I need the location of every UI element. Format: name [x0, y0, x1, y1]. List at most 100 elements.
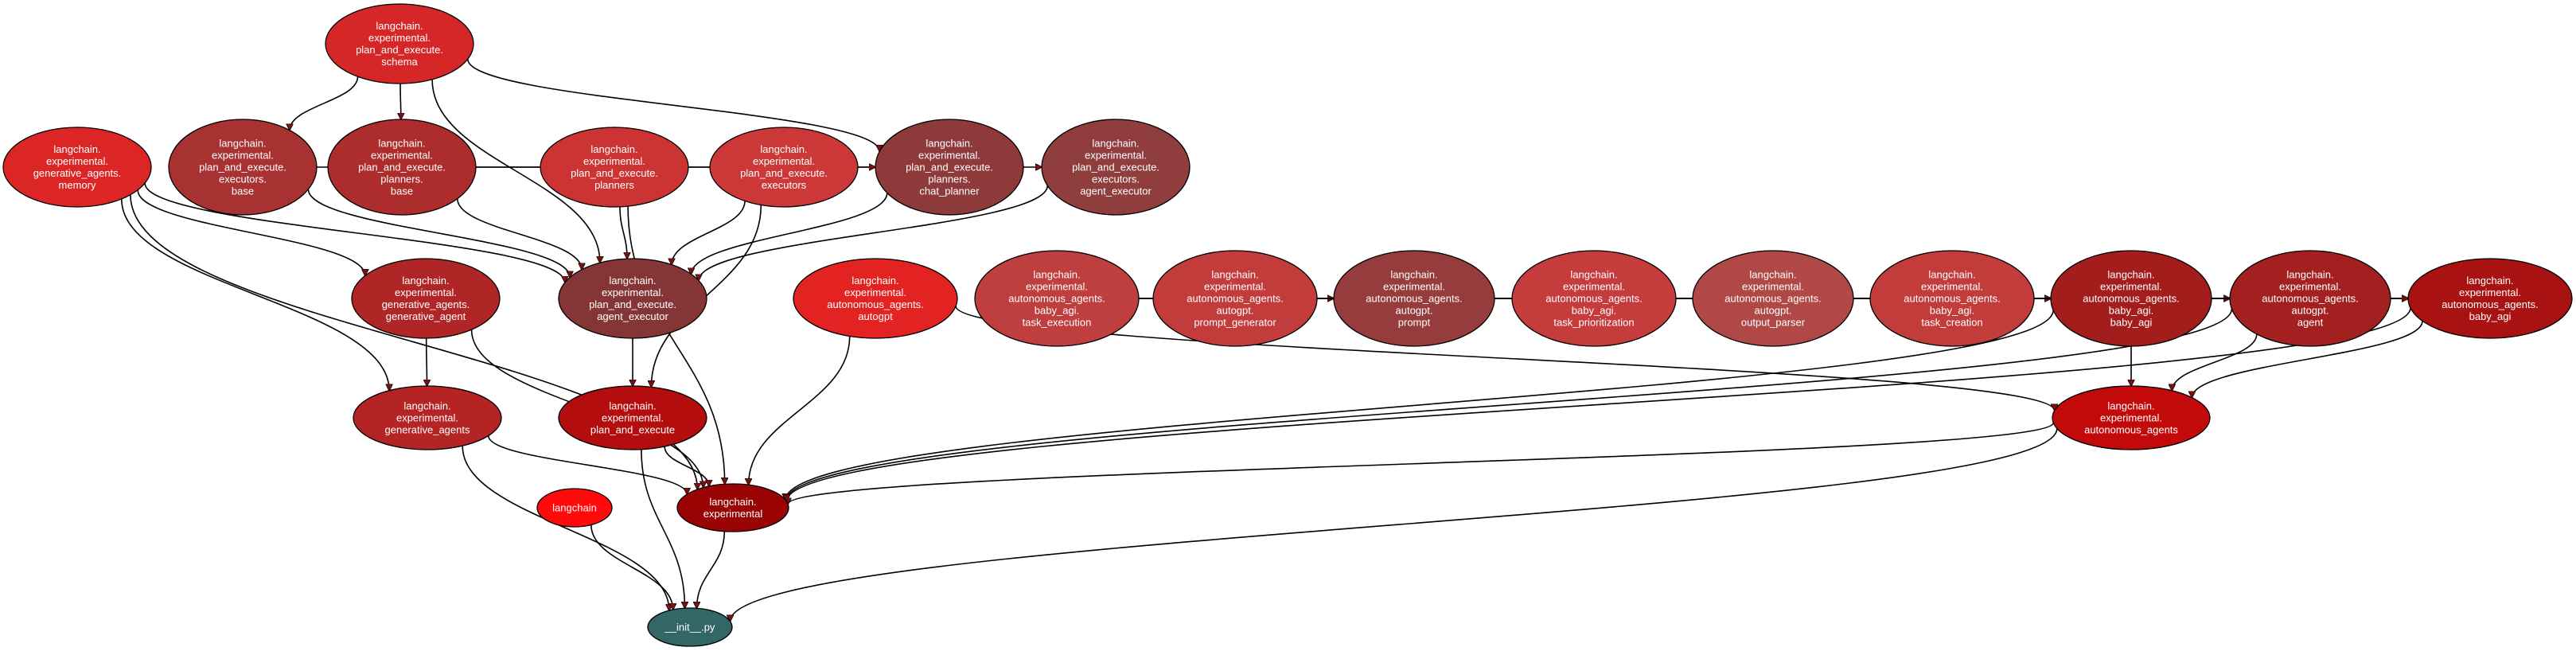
node-aa-pkg[interactable]: langchain.experimental.autonomous_agents — [2052, 385, 2211, 450]
edge-pe_exec_base-to-pe_agent_executor — [307, 189, 570, 278]
node-label-line: planners. — [928, 173, 970, 185]
node-label-line: baby_agi. — [1930, 305, 1974, 317]
node-ga-pkg[interactable]: langchain.experimental.generative_agents — [353, 385, 502, 450]
node-ellipse — [2050, 250, 2212, 347]
edge-aa_autogpt-to-experimental — [749, 336, 851, 485]
node-pe-planners[interactable]: langchain.experimental.plan_and_execute.… — [540, 127, 689, 208]
node-label-line: langchain. — [403, 400, 450, 412]
node-label-line: base — [232, 185, 254, 197]
node-pe-executors[interactable]: langchain.experimental.plan_and_execute.… — [709, 127, 859, 208]
node-ellipse — [2229, 250, 2391, 347]
node-experimental[interactable]: langchain.experimental — [676, 483, 789, 532]
node-label-line: plan_and_execute. — [356, 44, 443, 56]
node-ga-memory[interactable]: langchain.experimental.generative_agents… — [2, 127, 152, 208]
node-ga-agent[interactable]: langchain.experimental.generative_agents… — [351, 258, 501, 339]
node-label-line: experimental. — [918, 150, 980, 162]
node-label-line: baby_agi. — [1035, 305, 1079, 317]
node-pe-pkg[interactable]: langchain.experimental.plan_and_execute — [558, 385, 707, 450]
node-ellipse — [1869, 250, 2035, 347]
node-pe-exec-base[interactable]: langchain.experimental.plan_and_execute.… — [168, 119, 318, 216]
node-init-py[interactable]: __init__.py — [647, 607, 733, 647]
node-ellipse — [1511, 250, 1677, 347]
node-label-line: experimental. — [371, 150, 433, 162]
edge-line — [2192, 321, 2423, 397]
node-label-line: experimental. — [2459, 287, 2521, 298]
node-langchain[interactable]: langchain — [536, 488, 613, 528]
node-label-line: output_parser — [1741, 317, 1806, 329]
node-ellipse — [676, 483, 789, 532]
node-pe-schema[interactable]: langchain.experimental.plan_and_execute.… — [325, 3, 474, 84]
edge-line — [121, 198, 389, 391]
node-label-line: __init__.py — [664, 622, 715, 633]
node-ag-prompt[interactable]: langchain.experimental.autonomous_agents… — [1333, 250, 1495, 347]
node-ellipse — [2407, 258, 2573, 339]
node-label-line: memory — [59, 179, 96, 191]
node-label-line: langchain. — [760, 143, 807, 155]
edge-line — [457, 198, 582, 270]
node-label-line: langchain. — [219, 138, 266, 150]
edge-langchain-to-init_py — [590, 524, 673, 610]
node-ba-task-creation[interactable]: langchain.experimental.autonomous_agents… — [1869, 250, 2035, 347]
edge-ga_memory-to-pe_agent_executor — [144, 182, 565, 283]
node-ba-task-prior[interactable]: langchain.experimental.autonomous_agents… — [1511, 250, 1677, 347]
node-label-line: autogpt. — [1755, 305, 1792, 317]
node-label-line: autogpt. — [2292, 305, 2329, 317]
node-label-line: langchain. — [1211, 269, 1258, 281]
edge-ga_pkg-to-init_py — [462, 446, 669, 610]
node-label-line: experimental. — [1921, 281, 1983, 293]
node-label-line: planners. — [380, 173, 423, 185]
edge-line — [619, 206, 627, 259]
edge-line — [400, 83, 401, 119]
node-label-line: autonomous_agents. — [2262, 293, 2358, 305]
node-label-line: experimental. — [583, 155, 645, 167]
edge-ga_pkg-to-experimental — [488, 435, 688, 494]
node-label-line: experimental. — [602, 287, 664, 298]
node-label-line: executors. — [1092, 173, 1140, 185]
node-ellipse — [540, 127, 689, 208]
node-pe-agent-executor[interactable]: langchain.experimental.plan_and_execute.… — [558, 258, 707, 339]
node-ellipse — [353, 385, 502, 450]
node-ellipse — [793, 258, 958, 339]
edge-line — [462, 446, 669, 610]
node-label-line: experimental. — [1204, 281, 1266, 293]
node-ellipse — [1152, 250, 1318, 347]
node-ellipse — [2052, 385, 2211, 450]
node-label-line: task_prioritization — [1553, 317, 1634, 329]
edge-line — [467, 59, 879, 151]
node-label-line: autonomous_agents. — [827, 298, 923, 310]
node-ellipse — [1333, 250, 1495, 347]
node-ellipse — [974, 250, 1140, 347]
edge-pe_planners_base-to-pe_agent_executor — [457, 198, 582, 270]
node-label-line: plan_and_execute. — [906, 162, 993, 173]
edge-ga_memory-to-ga_pkg — [121, 198, 389, 391]
node-label-line: autonomous_agents. — [1187, 293, 1283, 305]
node-label-line: langchain. — [376, 20, 423, 32]
node-label-line: langchain. — [1390, 269, 1437, 281]
node-ba-task-exec[interactable]: langchain.experimental.autonomous_agents… — [974, 250, 1140, 347]
node-label-line: baby_agi — [2110, 317, 2153, 329]
node-pe-planners-base[interactable]: langchain.experimental.plan_and_execute.… — [327, 119, 477, 216]
node-label-line: experimental. — [2100, 412, 2162, 424]
node-label-line: autonomous_agents. — [1545, 293, 1642, 305]
node-label-line: chat_planner — [919, 185, 980, 197]
node-label-line: experimental. — [602, 412, 664, 424]
node-ag-prompt-gen[interactable]: langchain.experimental.autonomous_agents… — [1152, 250, 1318, 347]
node-label-line: langchain. — [852, 275, 898, 287]
node-ag-agent[interactable]: langchain.experimental.autonomous_agents… — [2229, 250, 2391, 347]
node-label-line: experimental. — [2100, 281, 2162, 293]
node-pe-chat-planner[interactable]: langchain.experimental.plan_and_execute.… — [875, 119, 1024, 216]
node-label-line: langchain. — [1570, 269, 1617, 281]
edge-pe_chat_planner-to-pe_agent_executor — [692, 193, 888, 274]
node-ag-output-parser[interactable]: langchain.experimental.autonomous_agents… — [1692, 250, 1854, 347]
node-ba-baby-agi-mod[interactable]: langchain.experimental.autonomous_agents… — [2050, 250, 2212, 347]
edge-experimental-to-init_py — [697, 531, 726, 609]
node-ellipse — [709, 127, 859, 208]
node-label-line: prompt_generator — [1194, 317, 1276, 329]
node-pe-exec-agent[interactable]: langchain.experimental.plan_and_execute.… — [1041, 119, 1191, 216]
edge-pe_planners-to-pe_agent_executor — [619, 206, 627, 259]
node-label-line: langchain. — [709, 496, 756, 508]
node-aa-autogpt[interactable]: langchain.experimental.autonomous_agents… — [793, 258, 958, 339]
node-aa-baby-agi[interactable]: langchain.experimental.autonomous_agents… — [2407, 258, 2573, 339]
edge-pe_schema-to-pe_exec_base — [290, 76, 359, 130]
node-label-line: langchain. — [402, 275, 449, 287]
